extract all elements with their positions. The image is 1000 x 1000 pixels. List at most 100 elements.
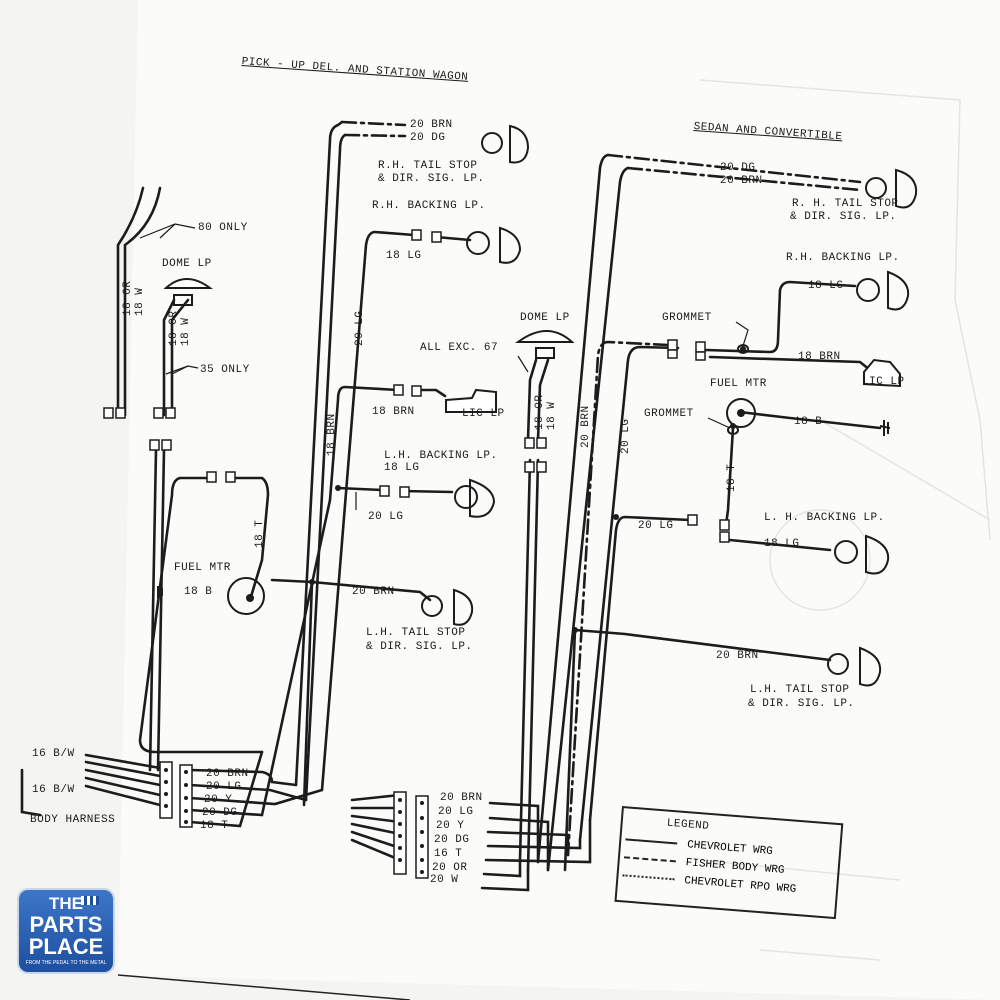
pickup-vert-w-upper: 18 W bbox=[134, 287, 146, 316]
sedan-lg-vertical: 20 LG bbox=[620, 418, 632, 454]
sedan-rh-tail-brn: 20 BRN bbox=[720, 175, 763, 187]
legend-dash-line bbox=[623, 856, 676, 863]
pickup-rh-backing-wire: 18 LG bbox=[386, 250, 422, 262]
sedan-lh-backing-label: L. H. BACKING LP. bbox=[764, 512, 885, 524]
only-80-label: 80 ONLY bbox=[198, 222, 248, 234]
sedan-conn-wire-4: 20 DG bbox=[434, 834, 470, 846]
pickup-lh-tail-label-2: & DIR. SIG. LP. bbox=[366, 641, 473, 653]
sedan-conn-wire-5: 16 T bbox=[434, 848, 463, 860]
sedan-conn-wire-6: 20 OR bbox=[432, 862, 468, 874]
logo-line-place: PLACE bbox=[28, 934, 104, 959]
sedan-lg-short: 20 LG bbox=[638, 520, 674, 532]
sedan-rh-tail-label-1: R. H. TAIL STOP bbox=[792, 198, 899, 210]
sedan-lh-backing-wire: 18 LG bbox=[764, 538, 800, 550]
pickup-lh-backing-label: L.H. BACKING LP. bbox=[384, 450, 498, 462]
wires bbox=[20, 120, 882, 892]
legend-title: LEGEND bbox=[666, 817, 710, 833]
sedan-vert-or: 18 OR bbox=[534, 394, 546, 430]
sedan-brn-wire: 18 BRN bbox=[798, 351, 841, 363]
dome-lamp-pickup bbox=[163, 278, 214, 289]
pickup-fuel-mtr: FUEL MTR bbox=[174, 562, 231, 574]
logo-line-the: THE bbox=[49, 894, 83, 913]
pickup-vert-w-lower: 18 W bbox=[180, 317, 192, 346]
sedan-conn-wire-7: 20 W bbox=[430, 874, 459, 886]
legend-box: LEGEND CHEVROLET WRG FISHER BODY WRG CHE… bbox=[614, 806, 844, 920]
paper-edge bbox=[117, 974, 411, 1000]
pickup-vert-or-lower: 18 OR bbox=[168, 310, 180, 346]
sedan-dome-label: DOME LP bbox=[520, 312, 570, 324]
legend-rpo-label: CHEVROLET RPO WRG bbox=[683, 875, 797, 896]
pickup-lh-backing-lg2: 20 LG bbox=[368, 511, 404, 523]
lamp-rh-backing-pickup bbox=[466, 226, 522, 264]
pickup-fuel-t: 18 T bbox=[254, 519, 266, 548]
pickup-conn-wire-5: 18 T bbox=[200, 820, 229, 832]
logo-line-parts: PARTS bbox=[29, 912, 103, 937]
sedan-all-exc: ALL EXC. 67 bbox=[420, 342, 499, 354]
dome-lamp-sedan bbox=[514, 330, 575, 343]
pickup-lh-tail-label-1: L.H. TAIL STOP bbox=[366, 627, 466, 639]
legend-fisher-label: FISHER BODY WRG bbox=[685, 857, 785, 877]
sedan-conn-wire-2: 20 LG bbox=[438, 806, 474, 818]
sedan-fuel-b: 18 B bbox=[794, 416, 823, 428]
ground-pickup bbox=[157, 586, 163, 598]
pickup-conn-wire-3: 20 Y bbox=[204, 794, 233, 806]
sedan-lh-tail-label-2: & DIR. SIG. LP. bbox=[748, 698, 855, 710]
sedan-conn-wire-3: 20 Y bbox=[436, 820, 465, 832]
logo-tagline: FROM THE PEDAL TO THE METAL bbox=[25, 960, 107, 966]
pickup-conn-wire-4: 20 DG bbox=[202, 807, 238, 819]
sedan-lh-tail-wire: 20 BRN bbox=[716, 650, 759, 662]
legend-dashdot-line bbox=[622, 874, 675, 881]
pickup-rh-backing-label: R.H. BACKING LP. bbox=[372, 200, 486, 212]
pickup-brn-vertical: 18 BRN bbox=[326, 413, 338, 456]
legend-chevrolet-label: CHEVROLET WRG bbox=[686, 839, 774, 858]
lamp-lh-tail-sedan bbox=[827, 646, 882, 687]
pickup-lh-tail-wire: 20 BRN bbox=[352, 586, 395, 598]
sedan-conn-wire-1: 20 BRN bbox=[440, 792, 483, 804]
sedan-rh-backing-label: R.H. BACKING LP. bbox=[786, 252, 900, 264]
connector-blocks bbox=[103, 229, 730, 879]
lamp-lh-backing-sedan bbox=[834, 534, 890, 575]
pickup-conn-wire-2: 20 LG bbox=[206, 781, 242, 793]
sedan-brn-vertical: 20 BRN bbox=[580, 405, 592, 448]
pickup-lh-backing-lg: 18 LG bbox=[384, 462, 420, 474]
lamp-rh-tail-sedan bbox=[865, 168, 918, 209]
pickup-vert-or-upper: 18 OR bbox=[122, 280, 134, 316]
the-parts-place-logo: THE PARTS PLACE FROM THE PEDAL TO THE ME… bbox=[19, 890, 113, 972]
pickup-lic-wire: 18 BRN bbox=[372, 406, 415, 418]
lic-lamp-pickup bbox=[445, 388, 497, 413]
sedan-grommet-upper: GROMMET bbox=[662, 312, 712, 324]
sedan-rh-backing-wire: 18 LG bbox=[808, 280, 844, 292]
fuel-sender-pickup bbox=[227, 577, 265, 615]
checkered-flag-icon bbox=[81, 896, 99, 905]
lamp-rh-backing-sedan bbox=[856, 270, 910, 311]
sedan-fuel-t: 18 T bbox=[726, 463, 738, 492]
sedan-vert-w: 18 W bbox=[546, 401, 558, 430]
sedan-lh-tail-label-1: L.H. TAIL STOP bbox=[750, 684, 850, 696]
sedan-grommet-lower: GROMMET bbox=[644, 408, 694, 420]
pickup-fuel-b: 18 B bbox=[184, 586, 213, 598]
dome-socket-sedan bbox=[535, 347, 555, 359]
grommet-lower bbox=[727, 425, 739, 435]
sedan-rh-tail-label-2: & DIR. SIG. LP. bbox=[790, 211, 897, 223]
pickup-rh-tail-dg: 20 DG bbox=[410, 132, 446, 144]
ground-sedan bbox=[879, 420, 891, 436]
pickup-rh-tail-label-1: R.H. TAIL STOP bbox=[378, 160, 478, 172]
pickup-conn-wire-1: 20 BRN bbox=[206, 768, 249, 780]
legend-solid-line bbox=[625, 838, 678, 845]
lamp-lh-backing-pickup bbox=[454, 478, 496, 518]
paper-sheet bbox=[118, 0, 1000, 1000]
pickup-rh-tail-brn: 20 BRN bbox=[410, 119, 453, 131]
pickup-lg-vertical: 20 LG bbox=[354, 310, 366, 346]
harness-left-2: 16 B/W bbox=[32, 784, 75, 796]
sedan-fuel-mtr: FUEL MTR bbox=[710, 378, 767, 390]
body-harness-label: BODY HARNESS bbox=[30, 814, 116, 826]
sedan-rh-tail-dg: 20 DG bbox=[720, 162, 756, 174]
only-35-label: 35 ONLY bbox=[200, 364, 250, 376]
lamp-lh-tail-pickup bbox=[421, 588, 474, 626]
fuel-sender-sedan bbox=[726, 398, 756, 428]
harness-left-1: 16 B/W bbox=[32, 748, 75, 760]
pickup-lic-lp: LIC LP bbox=[462, 408, 505, 420]
lamp-rh-tail-pickup bbox=[481, 124, 530, 164]
